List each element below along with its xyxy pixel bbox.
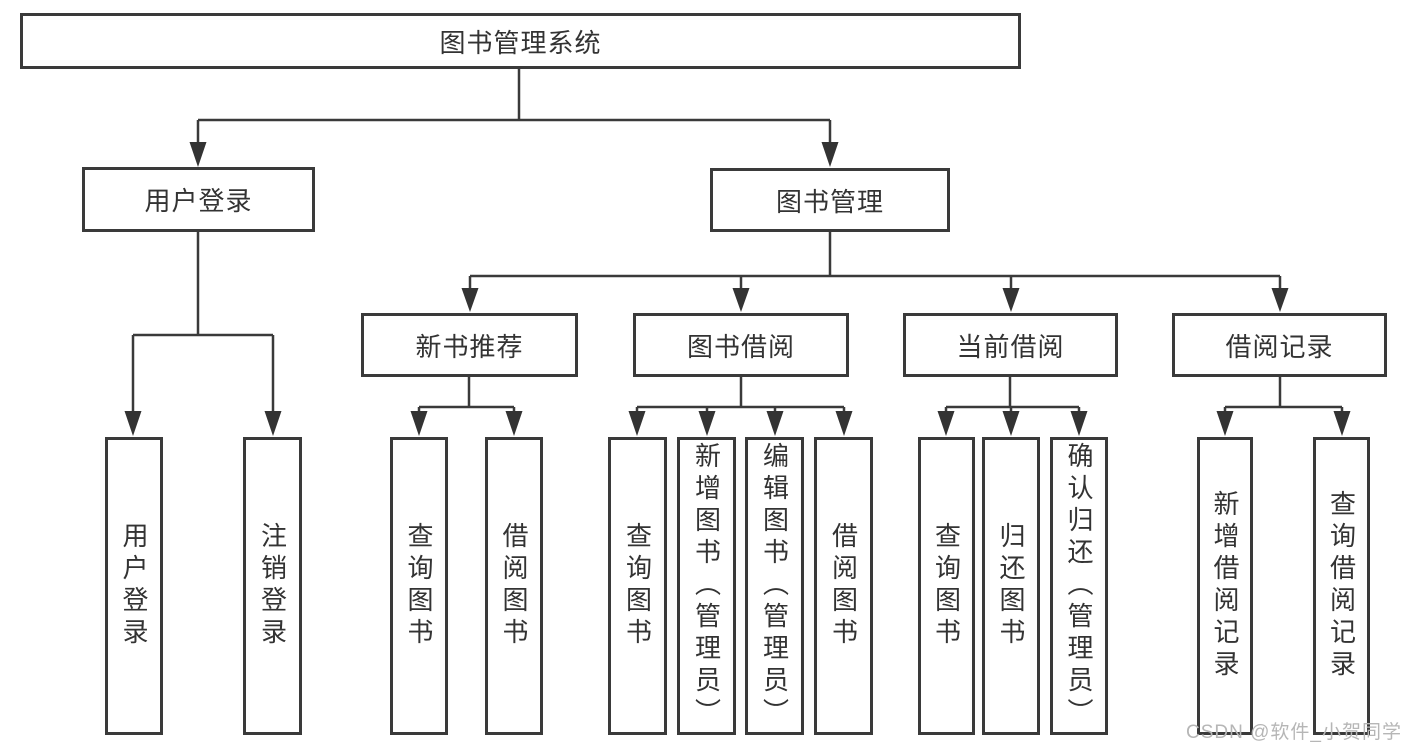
node-root: 图书管理系统 <box>20 13 1021 69</box>
leaf-records-query-borrow-record: 查询借阅记录 <box>1313 437 1370 735</box>
leaf-current-query-books: 查询图书 <box>918 437 975 735</box>
node-label: 查询图书 <box>622 522 653 650</box>
node-label: 图书管理系统 <box>439 27 602 58</box>
arrowhead-icon <box>124 142 1351 436</box>
node-label: 确认归还（管理员） <box>1064 442 1094 730</box>
node-label: 借阅图书 <box>499 522 529 650</box>
node-label: 图书借阅 <box>686 331 795 362</box>
tree-edge-lines <box>131 69 1344 413</box>
leaf-logout: 注销登录 <box>243 437 302 735</box>
node-label: 归还图书 <box>996 522 1026 650</box>
node-book-management: 图书管理 <box>710 168 950 232</box>
leaf-records-add-borrow-record: 新增借阅记录 <box>1197 437 1253 735</box>
node-current-borrowing: 当前借阅 <box>903 313 1118 377</box>
node-label: 注销登录 <box>257 522 288 650</box>
node-new-book-recommend: 新书推荐 <box>361 313 578 377</box>
watermark: CSDN @软件_小贺同学 <box>1186 722 1402 743</box>
node-label: 新增借阅记录 <box>1210 490 1240 682</box>
leaf-current-return-books: 归还图书 <box>982 437 1040 735</box>
node-label: 用户登录 <box>119 522 149 650</box>
leaf-user-login: 用户登录 <box>105 437 163 735</box>
leaf-borrowing-add-books-admin: 新增图书（管理员） <box>677 437 736 735</box>
node-label: 借阅图书 <box>828 522 859 650</box>
leaf-borrowing-edit-books-admin: 编辑图书（管理员） <box>745 437 804 735</box>
node-label: 用户登录 <box>144 186 253 216</box>
node-borrowing-records: 借阅记录 <box>1172 313 1387 377</box>
node-label: 借阅记录 <box>1225 331 1334 362</box>
leaf-borrowing-borrow-books: 借阅图书 <box>814 437 873 735</box>
node-label: 编辑图书（管理员） <box>759 442 790 730</box>
node-label: 图书管理 <box>775 186 884 217</box>
leaf-borrowing-query-books: 查询图书 <box>608 437 667 735</box>
leaf-recommend-borrow-books: 借阅图书 <box>485 437 543 735</box>
leaf-current-confirm-return-admin: 确认归还（管理员） <box>1050 437 1108 735</box>
node-label: 新书推荐 <box>415 331 524 362</box>
leaf-recommend-query-books: 查询图书 <box>390 437 448 735</box>
node-label: 查询图书 <box>404 522 434 650</box>
node-label: 查询图书 <box>931 522 962 650</box>
node-user-login: 用户登录 <box>82 167 315 232</box>
node-label: 当前借阅 <box>956 331 1065 362</box>
node-book-borrowing: 图书借阅 <box>633 313 849 377</box>
node-label: 新增图书（管理员） <box>691 442 722 730</box>
node-label: 查询借阅记录 <box>1326 490 1357 682</box>
